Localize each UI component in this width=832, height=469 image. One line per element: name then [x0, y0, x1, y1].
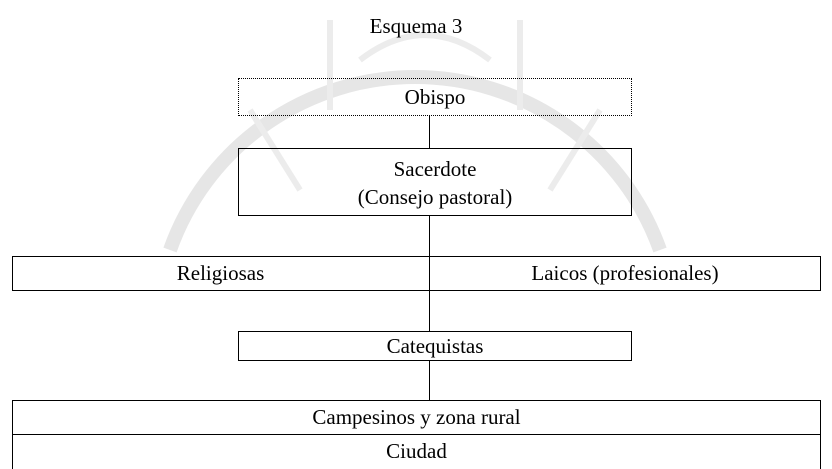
connector-obispo-sacerdote: [429, 116, 430, 148]
connector-sacerdote-row: [429, 216, 430, 256]
node-campesinos: Campesinos y zona rural: [312, 405, 521, 429]
row-religiosas-laicos: [12, 256, 821, 291]
node-laicos: Laicos (profesionales): [531, 261, 719, 285]
node-catequistas-label: Catequistas: [386, 334, 484, 358]
diagram-title: Esquema 3: [369, 14, 463, 38]
bottom-table-divider: [12, 434, 821, 435]
node-consejo-label: (Consejo pastoral): [357, 185, 513, 209]
node-catequistas: Catequistas: [238, 331, 632, 361]
connector-row-catequistas: [429, 291, 430, 331]
node-obispo-label: Obispo: [404, 85, 466, 109]
node-religiosas: Religiosas: [176, 261, 265, 285]
node-ciudad: Ciudad: [386, 439, 447, 463]
node-sacerdote-label: Sacerdote: [393, 157, 477, 181]
node-obispo: Obispo: [238, 78, 632, 116]
connector-catequistas-bottom: [429, 361, 430, 400]
node-sacerdote: Sacerdote (Consejo pastoral): [238, 148, 632, 216]
row-divider: [429, 256, 430, 291]
